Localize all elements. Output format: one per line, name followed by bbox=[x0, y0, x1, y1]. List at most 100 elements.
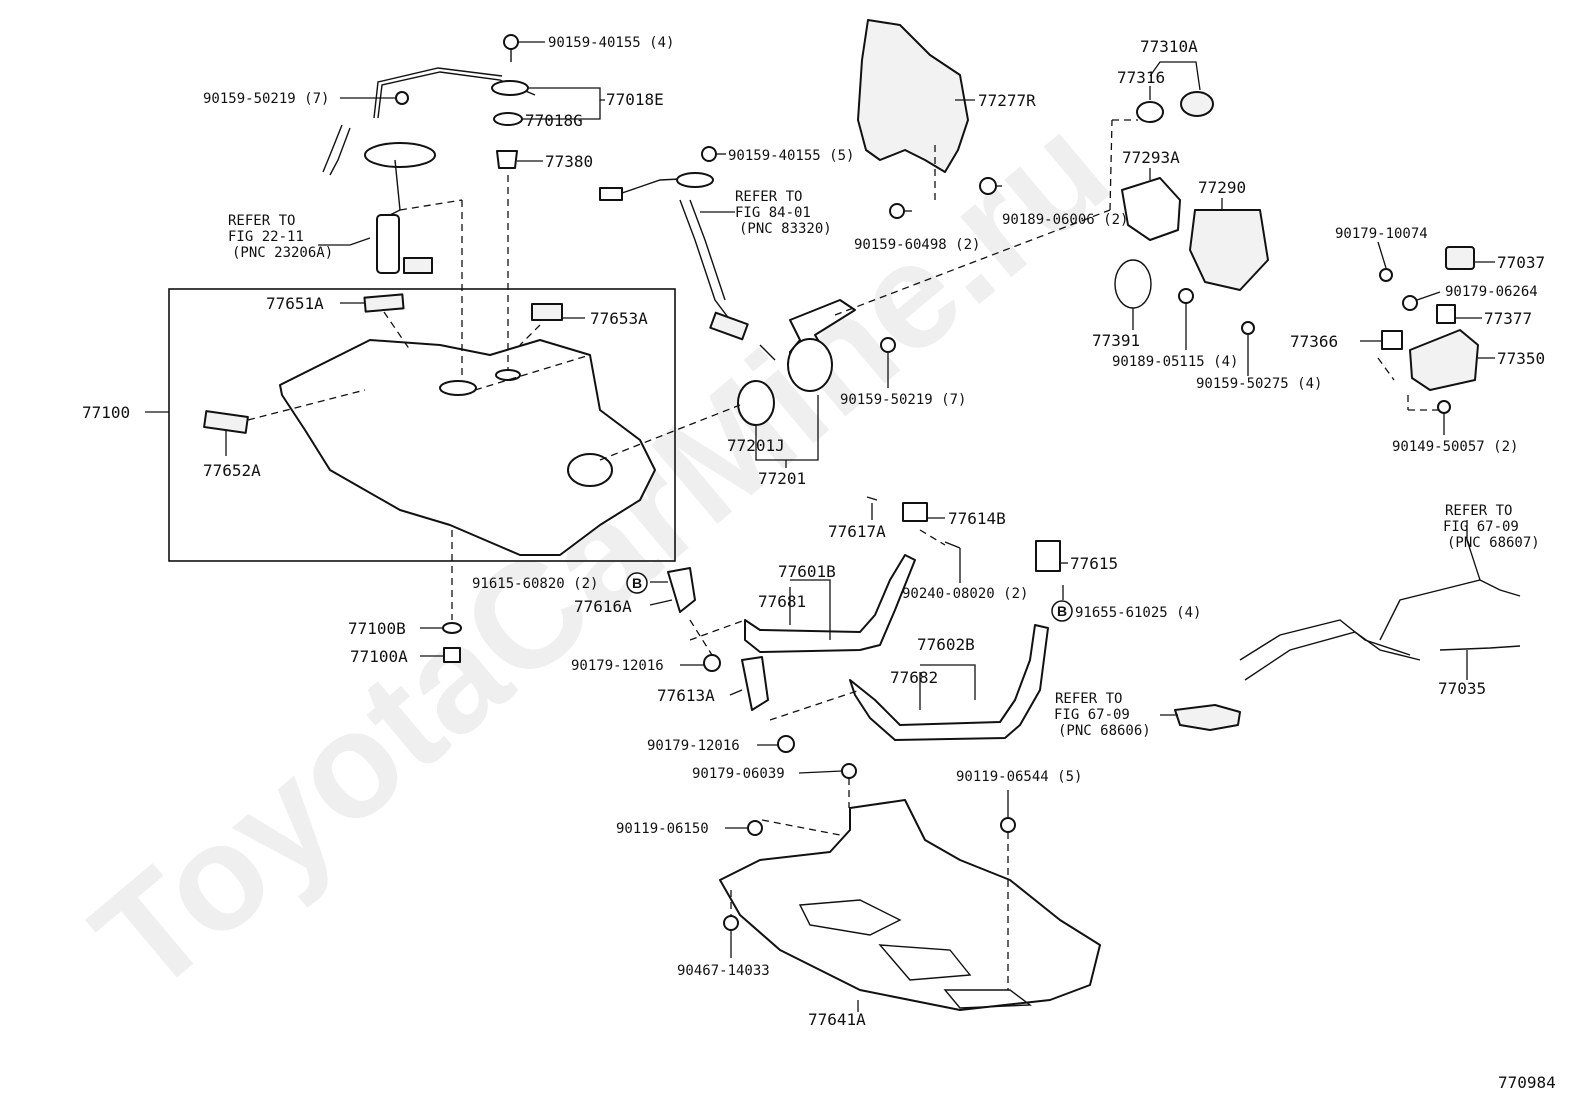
fuel-opener-lever bbox=[1174, 704, 1241, 731]
label-90159-50219-mid: 90159-50219 (7) bbox=[840, 392, 966, 408]
label-77602B: 77602B bbox=[917, 635, 975, 654]
label-77366: 77366 bbox=[1290, 332, 1338, 351]
label-77350: 77350 bbox=[1497, 349, 1545, 368]
label-77652A: 77652A bbox=[203, 461, 261, 480]
screw-90159-50275 bbox=[1241, 321, 1255, 335]
figure-number: 770984 bbox=[1498, 1073, 1556, 1092]
label-77682: 77682 bbox=[890, 668, 938, 687]
tank-band-77602B bbox=[849, 624, 1049, 741]
pad-77653A bbox=[531, 303, 563, 321]
label-refer-67-09-b1: REFER TO bbox=[1055, 691, 1122, 707]
fuel-tank-frame bbox=[168, 288, 676, 562]
fuel-lid-77350 bbox=[1409, 329, 1479, 391]
bolt-90467-14033 bbox=[723, 915, 739, 931]
label-77614B: 77614B bbox=[948, 509, 1006, 528]
part-labels: 90159-40155 (4) 90159-50219 (7) 77018E 7… bbox=[82, 35, 1556, 1092]
label-refer-67-09-a3: (PNC 68607) bbox=[1447, 535, 1540, 551]
label-refer-84-01-c: (PNC 83320) bbox=[739, 221, 832, 237]
bolt-90119-06150 bbox=[747, 820, 763, 836]
label-77641A: 77641A bbox=[808, 1010, 866, 1029]
reference-marker-b-right-text: B bbox=[1057, 603, 1067, 619]
bolt-90240-08020 bbox=[944, 541, 961, 549]
reference-marker-b-right: B bbox=[1051, 600, 1073, 622]
label-77018E: 77018E bbox=[606, 90, 664, 109]
tank-band-77601B bbox=[744, 554, 916, 653]
label-77380: 77380 bbox=[545, 152, 593, 171]
heat-insulator-77277R bbox=[857, 19, 969, 173]
tank-pump-port bbox=[439, 380, 477, 396]
label-refer-84-01-b: FIG 84-01 bbox=[735, 205, 811, 221]
label-77100: 77100 bbox=[82, 403, 130, 422]
drain-plug-77100A bbox=[443, 647, 461, 663]
label-77293A: 77293A bbox=[1122, 148, 1180, 167]
bracket-77613A bbox=[741, 656, 769, 711]
label-90179-12016-b: 90179-12016 bbox=[647, 738, 740, 754]
filler-pipe-housing-77293A bbox=[1121, 177, 1181, 241]
pad-77652A bbox=[203, 410, 249, 434]
clip-90179-06039 bbox=[841, 763, 857, 779]
screw-90149-50057 bbox=[1437, 400, 1451, 414]
label-77316: 77316 bbox=[1117, 68, 1165, 87]
insulator-clip bbox=[889, 177, 997, 219]
label-90179-10074: 90179-10074 bbox=[1335, 226, 1428, 242]
o-ring-77391 bbox=[1114, 259, 1152, 309]
label-90149-50057: 90149-50057 (2) bbox=[1392, 439, 1518, 455]
label-77100A: 77100A bbox=[350, 647, 408, 666]
label-77653A: 77653A bbox=[590, 309, 648, 328]
label-90159-60498: 90159-60498 (2) bbox=[854, 237, 980, 253]
reference-marker-b-left: B bbox=[626, 572, 648, 594]
label-77391: 77391 bbox=[1092, 331, 1140, 350]
label-refer-67-09-b2: FIG 67-09 bbox=[1054, 707, 1130, 723]
label-77100B: 77100B bbox=[348, 619, 406, 638]
label-77037: 77037 bbox=[1497, 253, 1545, 272]
label-90119-06150: 90119-06150 bbox=[616, 821, 709, 837]
label-90159-40155-5: 90159-40155 (5) bbox=[728, 148, 854, 164]
label-77277R: 77277R bbox=[978, 91, 1036, 110]
label-90467-14033: 90467-14033 bbox=[677, 963, 770, 979]
drain-gasket-77100B bbox=[442, 622, 462, 634]
label-refer-22-11-a: REFER TO bbox=[228, 213, 295, 229]
label-refer-67-09-a2: FIG 67-09 bbox=[1443, 519, 1519, 535]
label-90159-40155-4: 90159-40155 (4) bbox=[548, 35, 674, 51]
reference-marker-b-left-text: B bbox=[632, 575, 642, 591]
fuel-pump-assembly bbox=[322, 67, 536, 274]
label-77377: 77377 bbox=[1484, 309, 1532, 328]
pad-77651A bbox=[363, 293, 405, 313]
label-77201: 77201 bbox=[758, 469, 806, 488]
clip-90189-05115 bbox=[1178, 288, 1194, 304]
nut-90179-10074 bbox=[1379, 268, 1393, 282]
tank-filler-inlet bbox=[567, 453, 613, 487]
label-refer-22-11-b: FIG 22-11 bbox=[228, 229, 304, 245]
nut-90179-12016-a bbox=[703, 654, 721, 672]
label-refer-67-09-a1: REFER TO bbox=[1445, 503, 1512, 519]
nut-90179-12016-b bbox=[777, 735, 795, 753]
label-77617A: 77617A bbox=[828, 522, 886, 541]
label-90179-06264: 90179-06264 bbox=[1445, 284, 1538, 300]
label-77018G: 77018G bbox=[525, 111, 583, 130]
label-refer-22-11-c: (PNC 23206A) bbox=[232, 245, 333, 261]
pin-77617A bbox=[866, 496, 878, 501]
fuel-lid-box-77290 bbox=[1189, 209, 1269, 291]
label-refer-84-01-a: REFER TO bbox=[735, 189, 802, 205]
cushion-77380 bbox=[496, 150, 518, 169]
label-91655-61025: 91655-61025 (4) bbox=[1075, 605, 1201, 621]
pump-gasket-77018E bbox=[491, 80, 529, 96]
label-77290: 77290 bbox=[1198, 178, 1246, 197]
label-90119-06544: 90119-06544 (5) bbox=[956, 769, 1082, 785]
bracket-77615 bbox=[1035, 540, 1061, 572]
bumper-77366 bbox=[1381, 330, 1403, 350]
gasket-77201J bbox=[737, 380, 775, 426]
label-77681: 77681 bbox=[758, 592, 806, 611]
retainer-ring-77018G bbox=[493, 112, 523, 126]
bolt-90159-50219-mid bbox=[880, 337, 896, 353]
label-77615: 77615 bbox=[1070, 554, 1118, 573]
tank-protector-77641A bbox=[719, 799, 1101, 1011]
label-91615-60820: 91615-60820 (2) bbox=[472, 576, 598, 592]
label-77201J: 77201J bbox=[727, 436, 785, 455]
fuel-sender-gauge bbox=[599, 146, 749, 341]
label-77310A: 77310A bbox=[1140, 37, 1198, 56]
fuel-tank-77100 bbox=[279, 339, 656, 556]
label-77651A: 77651A bbox=[266, 294, 324, 313]
clip-90179-06264 bbox=[1402, 295, 1418, 311]
